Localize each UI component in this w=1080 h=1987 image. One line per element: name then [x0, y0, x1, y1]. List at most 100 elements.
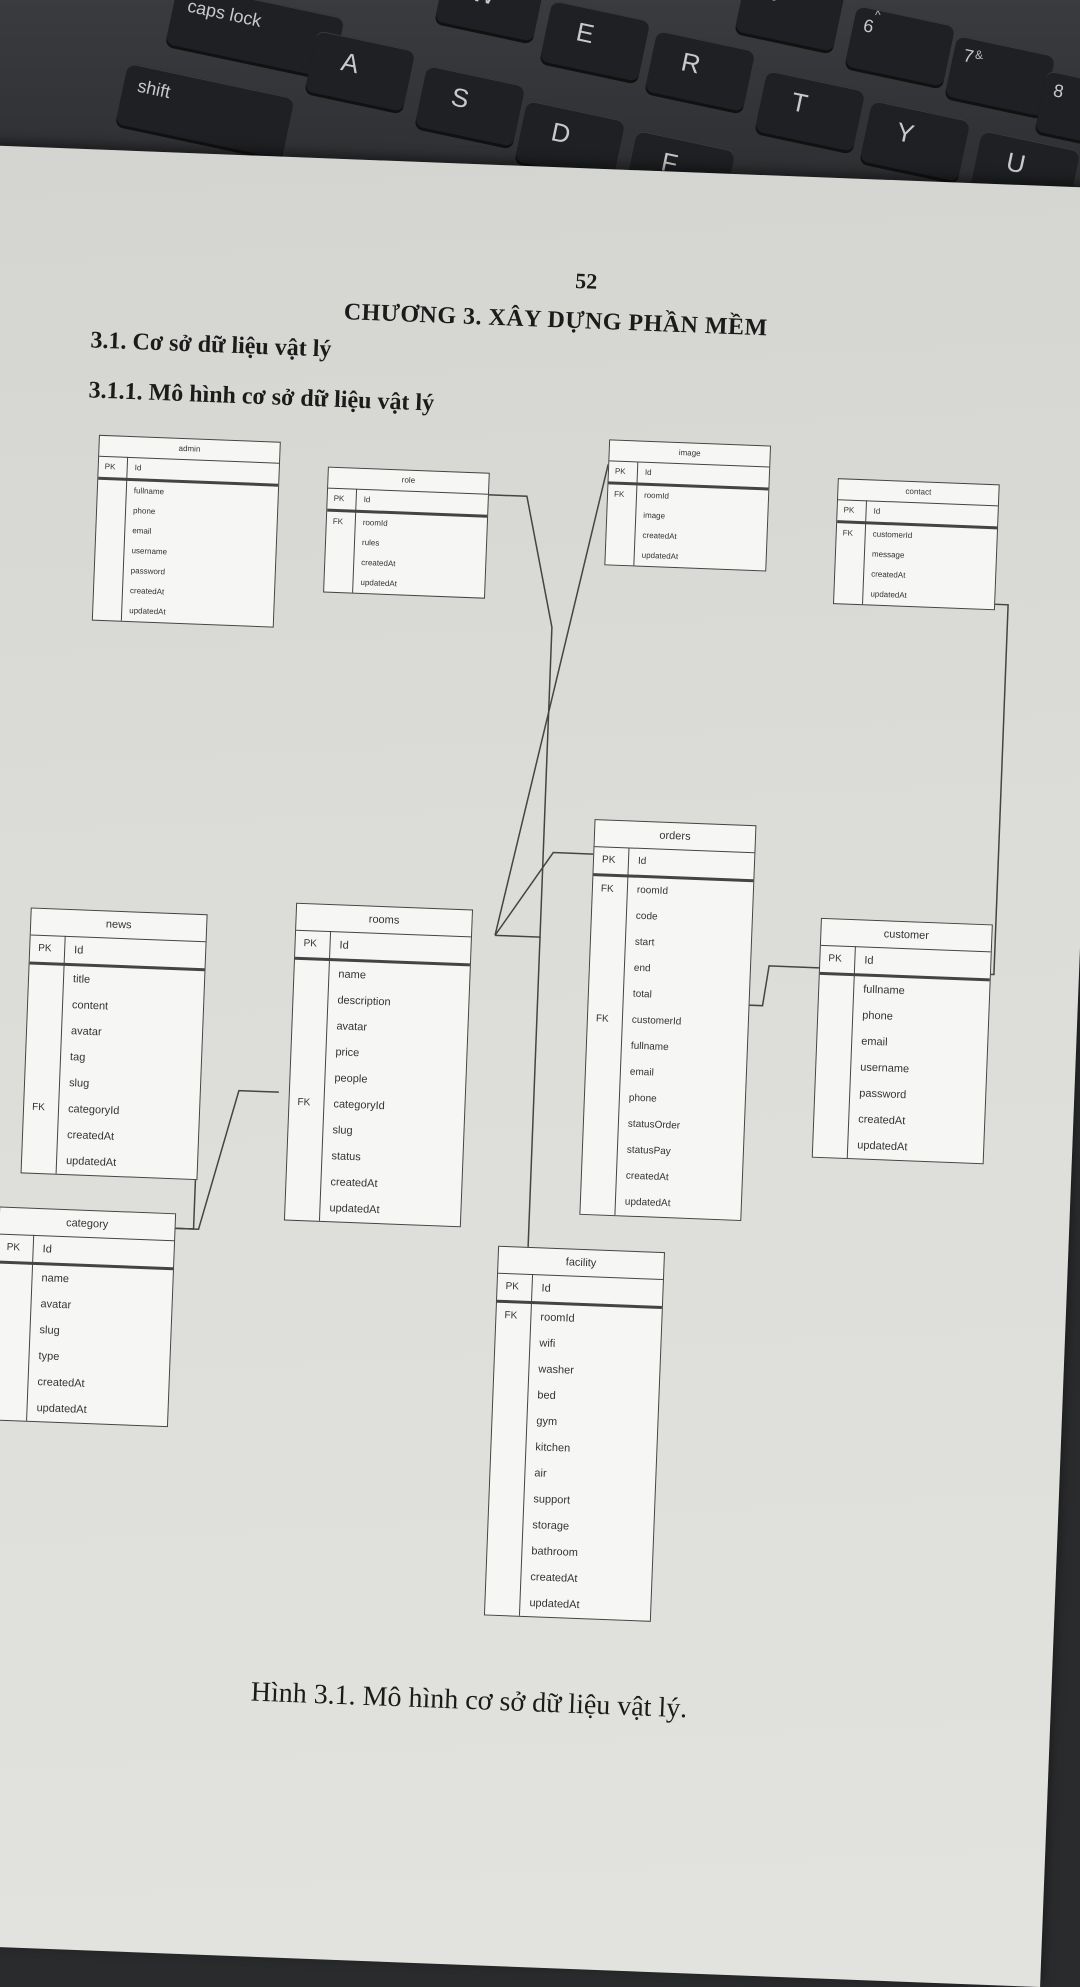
key-label: 5 € [751, 0, 780, 6]
key-label: T [788, 86, 811, 119]
fk-label: FK [595, 1013, 609, 1025]
field-name: statusPay [626, 1144, 671, 1158]
key-label: A [338, 46, 362, 80]
field-name: end [633, 962, 651, 975]
field-row: updatedAt [580, 1188, 741, 1220]
pk-field: Id [363, 494, 371, 505]
field-row: updatedAt [813, 1131, 984, 1164]
field-name: email [132, 526, 152, 536]
fk-label: FK [600, 883, 614, 895]
key-y: Y [859, 100, 971, 182]
field-name: start [634, 936, 655, 949]
pk-label: PK [601, 854, 616, 866]
field-name: avatar [40, 1298, 72, 1312]
field-name: phone [862, 1009, 894, 1023]
field-name: createdAt [37, 1376, 85, 1390]
field-name: createdAt [530, 1571, 578, 1585]
field-name: updatedAt [360, 577, 398, 589]
field-name: roomId [636, 884, 669, 897]
field-row: updatedAt [285, 1194, 461, 1227]
fk-label: FK [297, 1096, 311, 1109]
field-name: createdAt [66, 1129, 115, 1143]
field-name: avatar [336, 1020, 368, 1034]
key-e: E [539, 0, 651, 82]
pk-field: Id [134, 463, 142, 473]
field-name: description [337, 994, 391, 1009]
field-name: updatedAt [624, 1196, 671, 1210]
field-name: rules [361, 537, 380, 548]
field-name: slug [332, 1124, 353, 1138]
field-name: bathroom [531, 1545, 579, 1559]
key-s: S [414, 65, 526, 147]
field-name: name [41, 1272, 70, 1286]
field-name: price [335, 1046, 360, 1060]
pk-label: PK [37, 942, 52, 955]
field-name: createdAt [129, 586, 165, 597]
pk-label: PK [303, 938, 318, 950]
key-5: 5 € [734, 0, 846, 52]
key-t: T [754, 70, 866, 152]
field-name: phone [628, 1092, 657, 1105]
pk-field: Id [42, 1243, 53, 1256]
field-name: image [643, 510, 666, 521]
pk-label: PK [614, 466, 626, 477]
pk-label: PK [828, 953, 842, 965]
field-name: phone [132, 506, 156, 516]
field-name: createdAt [330, 1176, 378, 1191]
key-label: Y [893, 116, 917, 150]
key-label: W [468, 0, 499, 12]
field-name: roomId [540, 1311, 575, 1325]
fk-label: FK [31, 1101, 46, 1114]
key-w: W [434, 0, 546, 42]
key-a: A [304, 30, 416, 112]
link-facility-rooms [496, 937, 541, 1293]
field-name: roomId [362, 517, 388, 528]
field-name: fullname [133, 486, 165, 497]
field-name: createdAt [361, 557, 396, 569]
link-role-rooms [486, 493, 553, 938]
fk-label: FK [504, 1309, 518, 1322]
key-label: caps lock [185, 0, 264, 31]
field-name: roomId [643, 490, 670, 501]
pk-label: PK [505, 1281, 520, 1293]
pk-field: Id [73, 944, 84, 957]
field-name: storage [532, 1519, 570, 1533]
field-name: tag [69, 1051, 86, 1064]
field-name: customerId [872, 529, 913, 541]
field-name: createdAt [858, 1113, 906, 1128]
field-name: avatar [70, 1025, 102, 1039]
field-name: status [331, 1150, 362, 1164]
field-name: email [861, 1035, 888, 1049]
field-name: customerId [631, 1014, 682, 1028]
field-name: updatedAt [65, 1155, 117, 1169]
field-name: air [534, 1467, 547, 1480]
field-name: username [131, 546, 168, 557]
pk-field: Id [873, 506, 881, 516]
key-caret-label: ^ [875, 8, 881, 22]
key-label: 7 [961, 45, 976, 67]
key-7: 7 [944, 35, 1056, 117]
pk-label: PK [6, 1241, 21, 1254]
field-name: updatedAt [129, 606, 166, 617]
field-name: slug [39, 1324, 60, 1337]
field-name: type [38, 1350, 60, 1363]
paper-page: 52 CHƯƠNG 3. XÂY DỰNG PHẦN MỀM 3.1. Cơ s… [0, 145, 1080, 1987]
key-shift: shift [115, 63, 295, 159]
field-name: slug [68, 1077, 90, 1090]
field-row: updatedAt [485, 1588, 651, 1620]
field-name: updatedAt [36, 1402, 87, 1417]
key-label: R [678, 46, 704, 80]
key-label: E [573, 16, 597, 50]
fk-label: FK [332, 516, 344, 527]
field-name: email [629, 1066, 654, 1079]
key-label: S [448, 81, 472, 115]
field-name: categoryId [333, 1098, 386, 1113]
field-name: message [871, 549, 905, 560]
